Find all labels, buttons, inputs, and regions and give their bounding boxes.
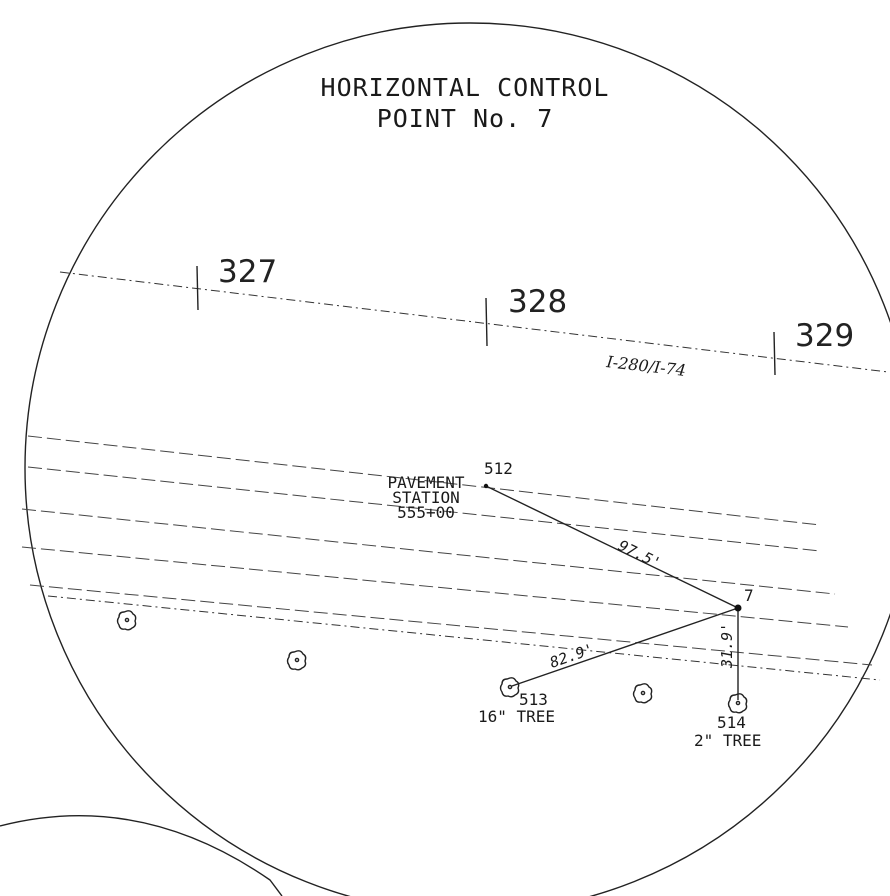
tie-line-512-7 [485,485,739,609]
point-514-number: 514 [717,713,746,732]
point-512-desc-2: STATION [392,488,459,507]
distance-512-7: 97.5' [615,536,663,572]
point-514-desc: 2" TREE [694,731,761,750]
tree-icon-513 [499,677,520,698]
lane-line-4 [21,546,849,628]
lane-line-5 [29,584,873,666]
point-513-desc: 16" TREE [478,707,555,726]
point-512-marker [483,483,489,489]
road-label: I-280/I-74 [605,352,687,380]
tree-icon [116,610,137,631]
detail-circle [24,22,890,896]
adjacent-circle-arc [0,815,283,896]
tie-line-513-7 [511,607,739,687]
point-512-desc-1: PAVEMENT [387,473,464,492]
station-tick-328 [485,297,488,347]
title-line-1: HORIZONTAL CONTROL [321,73,610,102]
centerline [59,271,889,373]
lane-line-3 [21,508,836,595]
point-512-desc-3: 555+00 [397,503,455,522]
distance-513-7: 82.9' [547,640,596,672]
station-tick-329 [773,331,776,376]
station-tick-327 [196,265,199,311]
tree-icon [632,683,653,704]
station-label-328: 328 [508,284,567,320]
point-513-number: 513 [519,690,548,709]
tree-icon [286,650,307,671]
point-512-number: 512 [484,459,513,478]
point-7-number: 7 [744,586,754,605]
title-line-2: POINT No. 7 [377,104,554,133]
control-point-7-marker [734,604,742,612]
station-label-327: 327 [218,254,277,290]
tree-icon-514 [727,693,748,714]
distance-514-7: 31.9' [718,623,736,669]
station-label-329: 329 [795,318,854,354]
lane-line-6 [47,595,881,681]
